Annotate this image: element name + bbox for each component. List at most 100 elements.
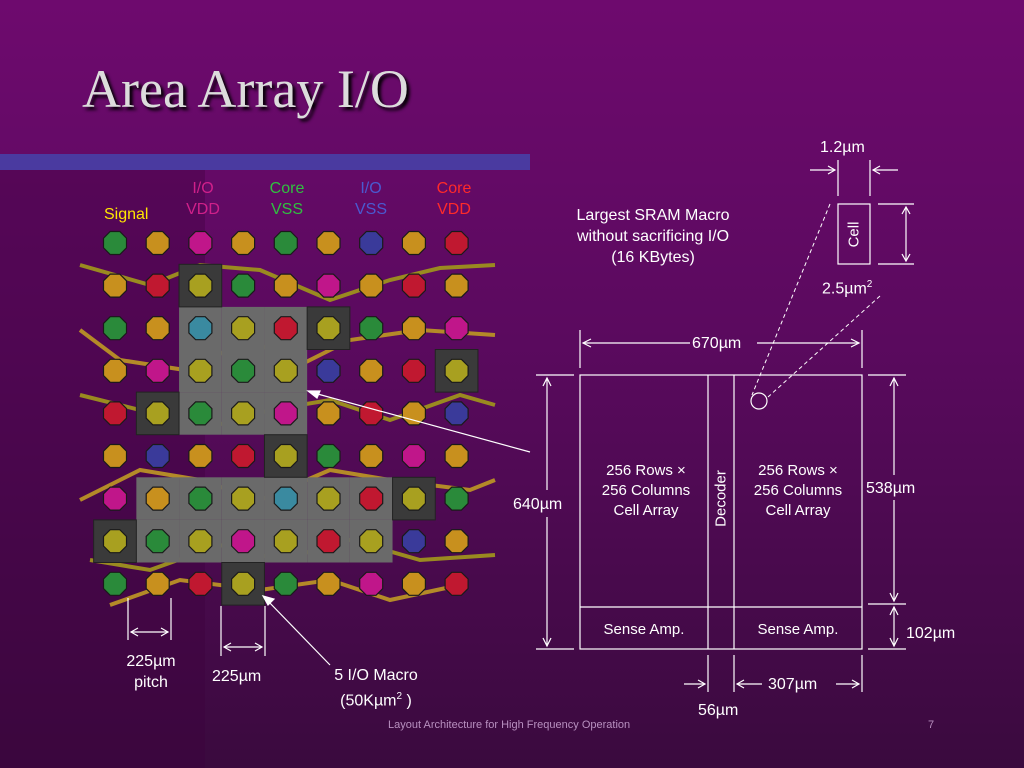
pad-signal <box>444 529 469 554</box>
pad-core-vss <box>359 316 384 341</box>
pad-core-vdd <box>231 443 256 469</box>
width-670-dimension <box>579 330 863 368</box>
pad-io-vss <box>401 529 426 554</box>
pad-core-vss <box>188 486 213 511</box>
pad-size-dimension <box>220 606 266 656</box>
pad-core-vss <box>231 358 256 383</box>
pad-core-vss <box>273 571 298 596</box>
pad-io-vss <box>444 401 469 426</box>
pad-core-vss <box>188 401 213 426</box>
pad-io-vdd <box>102 486 128 511</box>
pad-signal <box>401 230 426 256</box>
pad-olive <box>273 529 298 554</box>
pad-size-label: 225µm <box>212 668 262 685</box>
pad-olive <box>359 529 384 554</box>
legend-signal: Signal <box>104 206 149 223</box>
io-macro-regions <box>93 263 479 606</box>
height-102-label: 102µm <box>906 625 956 642</box>
pad-signal <box>145 571 170 596</box>
pad-io-vss <box>359 230 384 256</box>
cell-area-label: 2.5µm2 <box>822 279 873 298</box>
width-307-label: 307µm <box>768 676 818 693</box>
pad-signal <box>401 316 426 341</box>
pad-signal <box>401 401 426 426</box>
cell-label: Cell <box>845 221 863 248</box>
pad-core-vdd <box>102 401 128 426</box>
pad-signal <box>401 571 426 596</box>
pad-core-vdd <box>188 571 213 596</box>
pad-io-vdd <box>444 316 469 341</box>
sram-caption: Largest SRAM Macro without sacrificing I… <box>576 207 730 266</box>
pad-core-vdd <box>359 401 384 426</box>
pad-olive <box>188 529 213 554</box>
pad-core-vdd <box>401 273 426 298</box>
pad-core-vss <box>102 571 128 596</box>
pad-olive <box>231 486 256 511</box>
height-640-label: 640µm <box>513 496 563 513</box>
pad-signal <box>359 443 384 469</box>
pitch-dimension <box>127 598 172 640</box>
pad-io-vss <box>145 443 170 469</box>
pad-core-vss <box>316 443 341 469</box>
height-640-dimension <box>536 374 574 650</box>
pad-signal <box>316 401 341 426</box>
height-538-label: 538µm <box>866 480 916 497</box>
pad-io-vdd <box>359 571 384 596</box>
pad-core-vss <box>444 486 469 511</box>
pad-io-vdd <box>145 358 170 383</box>
pad-core-vdd <box>359 486 384 511</box>
macro-pad-box <box>434 349 479 393</box>
pad-signal <box>102 273 128 298</box>
pad-core-vdd <box>316 529 341 554</box>
pad-core-vss <box>102 316 128 341</box>
pad-olive <box>273 443 298 469</box>
pad-olive <box>231 571 256 596</box>
pad-olive <box>102 529 128 554</box>
footer-text: Layout Architecture for High Frequency O… <box>388 719 631 731</box>
sram-macro <box>579 374 863 650</box>
pad-signal <box>359 273 384 298</box>
pad-olive <box>273 358 298 383</box>
pad-io-vdd <box>273 401 298 426</box>
cell-box <box>810 160 914 265</box>
pad-core-vss <box>102 230 128 256</box>
pad-olive <box>444 358 469 383</box>
pad-signal <box>145 486 170 511</box>
pad-olive <box>188 358 213 383</box>
pad-io-vss <box>316 358 341 383</box>
title-underline-bar <box>0 154 530 170</box>
pad-io-vdd <box>188 230 213 256</box>
pad-signal <box>102 358 128 383</box>
pad-core-vdd <box>444 230 469 256</box>
height-538-102-dimension <box>868 374 906 650</box>
pad-core-vss <box>145 529 170 554</box>
width-670-label: 670µm <box>692 335 742 352</box>
pad-signal <box>145 316 170 341</box>
pad-signal <box>273 273 298 298</box>
pad-io-vdd <box>316 273 341 298</box>
pad-teal <box>273 486 298 511</box>
decoder-label: Decoder <box>712 470 730 527</box>
pad-olive <box>316 316 341 341</box>
pad-core-vdd <box>273 316 298 341</box>
cell-width-label: 1.2µm <box>820 139 865 156</box>
pad-olive <box>231 316 256 341</box>
pad-teal <box>188 316 213 341</box>
pointer-arrows <box>261 390 531 666</box>
width-56-label: 56µm <box>698 702 739 719</box>
pad-core-vss <box>273 230 298 256</box>
pad-signal <box>444 443 469 469</box>
pad-signal <box>316 571 341 596</box>
sense-amp-right: Sense Amp. <box>757 621 839 638</box>
pad-olive <box>188 273 213 298</box>
width-307-56-dimension <box>684 655 863 692</box>
pad-io-vdd <box>231 529 256 554</box>
pad-core-vss <box>231 273 256 298</box>
